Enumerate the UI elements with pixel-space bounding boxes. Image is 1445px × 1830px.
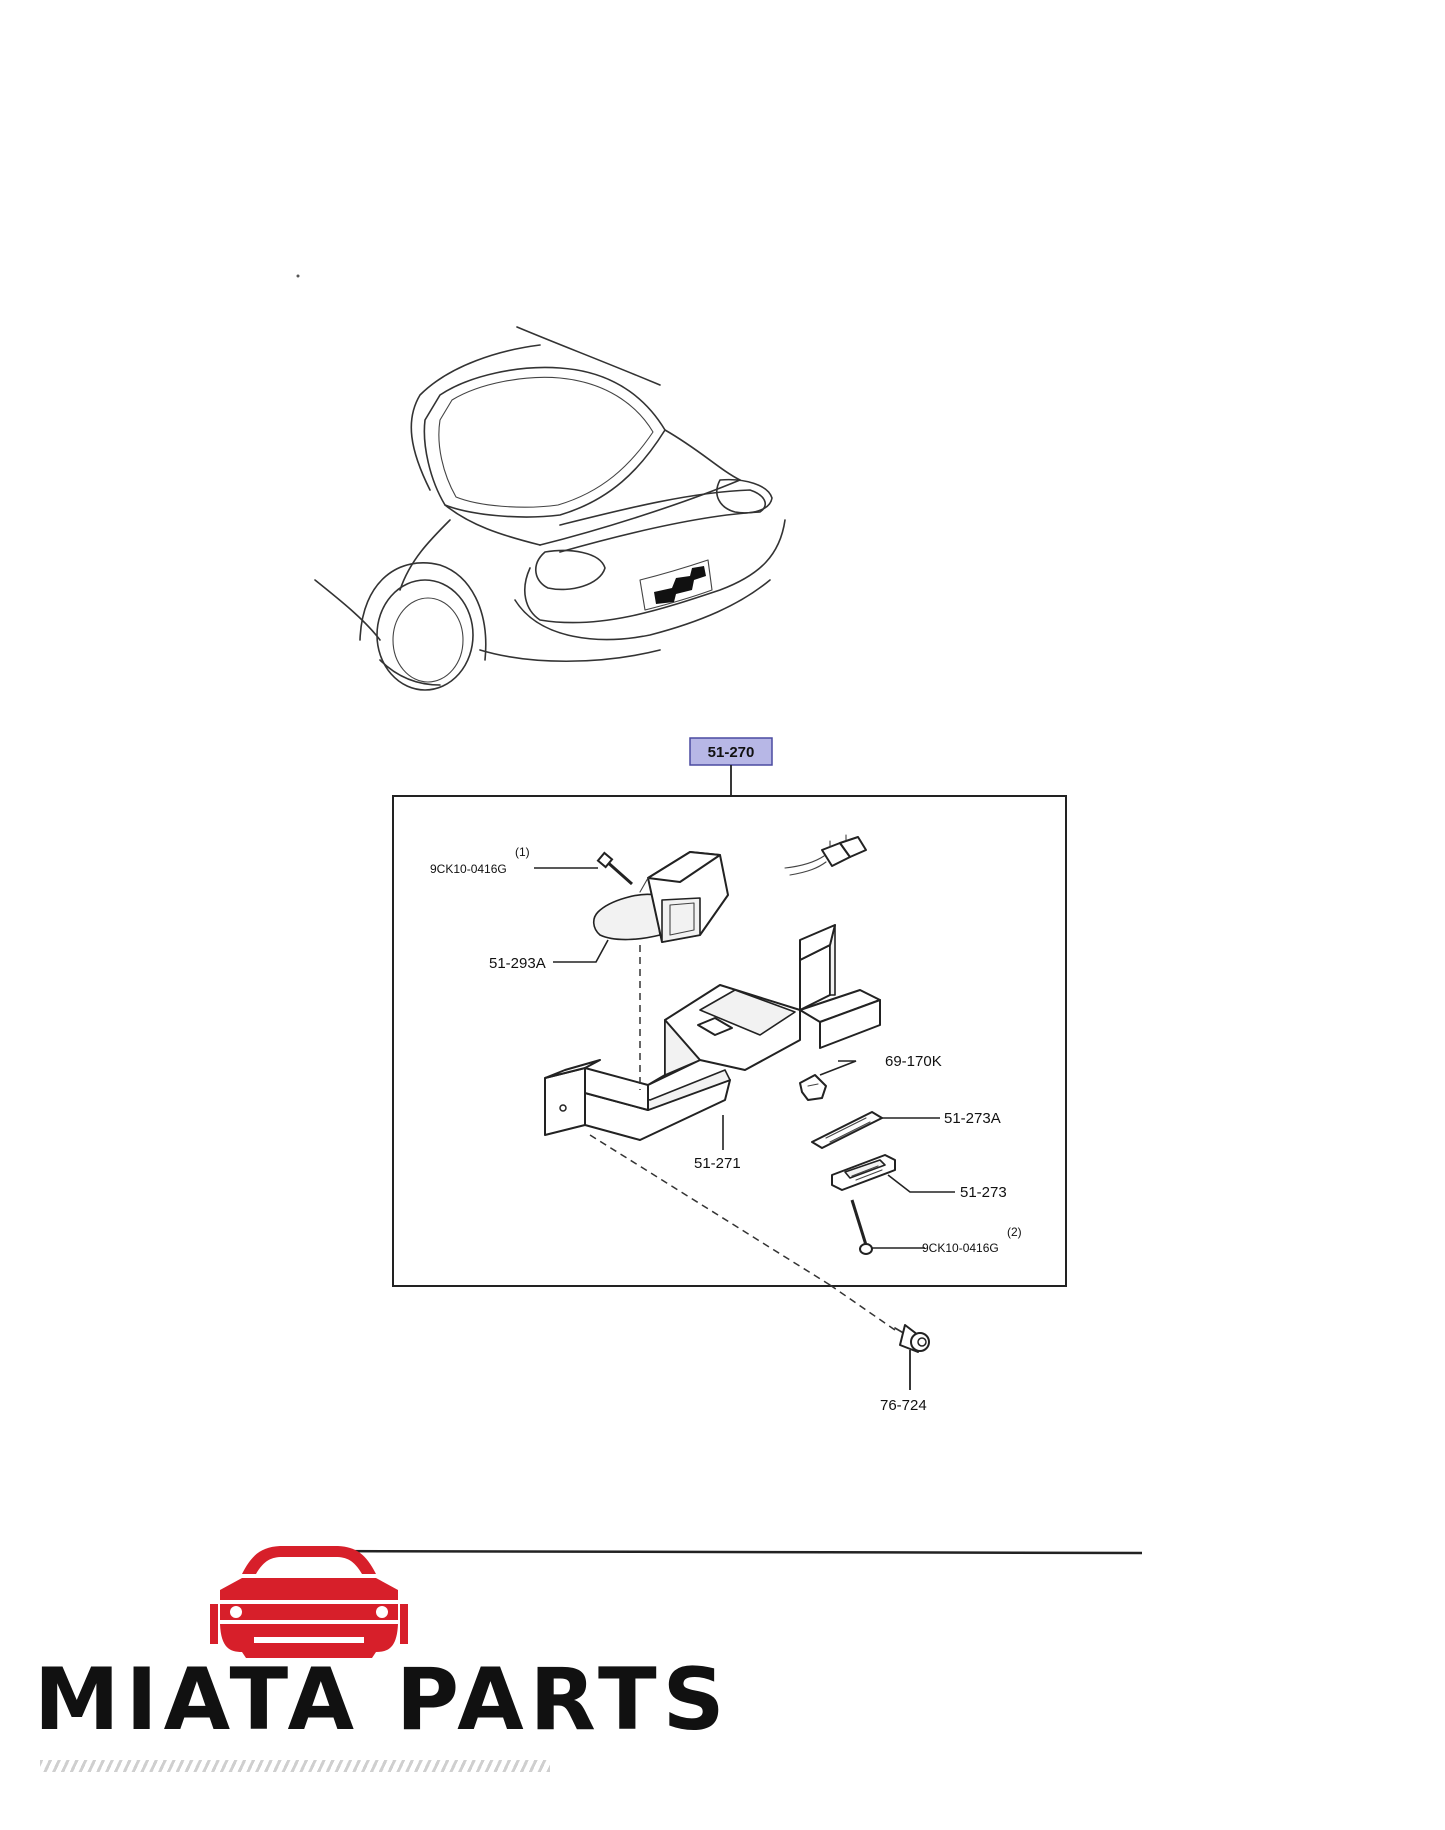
label-bolt-bottom: 9CK10-0416G	[922, 1241, 999, 1255]
bulb-socket	[799, 1074, 827, 1101]
lens	[811, 1111, 883, 1149]
label-bracket: 51-271	[694, 1155, 741, 1172]
callout-51-270: 51-270	[708, 744, 755, 761]
footer-divider	[295, 1549, 1143, 1555]
label-bolt-bottom-qty: (2)	[1007, 1225, 1022, 1239]
main-callout: 51-270	[689, 737, 773, 796]
label-clip: 76-724	[880, 1397, 927, 1414]
car-front-icon-details	[230, 1606, 388, 1643]
leader-lines	[534, 867, 955, 1249]
label-socket: 69-170K	[885, 1053, 942, 1070]
assembly-parts	[544, 834, 896, 1286]
assembly-box	[392, 795, 1067, 1287]
label-bolt-top-qty: (1)	[515, 845, 530, 859]
label-lamp-assembly: 51-293A	[489, 955, 546, 972]
clip-part	[829, 1284, 930, 1390]
license-lamp	[831, 1154, 896, 1191]
part-labels: (1) 9CK10-0416G 51-293A 69-170K 51-273A …	[430, 845, 1022, 1414]
mounting-bracket	[544, 924, 881, 1141]
bolt-bottom	[850, 1199, 873, 1255]
car-rear-illustration	[296, 274, 786, 691]
label-bolt-top: 9CK10-0416G	[430, 862, 507, 876]
lamp-assembly	[592, 851, 729, 943]
label-license-lamp: 51-273	[960, 1184, 1007, 1201]
bolt-top	[596, 851, 633, 886]
brand-name: MIATA PARTS	[34, 1650, 731, 1750]
brand-underline-strip	[40, 1760, 550, 1772]
wire-connector	[784, 834, 867, 876]
label-lens-gasket: 51-273A	[944, 1110, 1001, 1127]
